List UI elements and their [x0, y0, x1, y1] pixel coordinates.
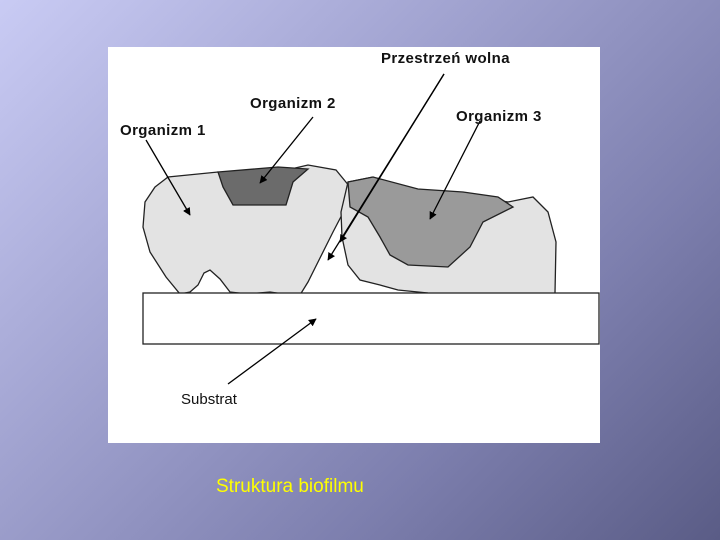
organism-2-shape: [217, 166, 310, 206]
organism-3-shape: [347, 176, 515, 268]
arrow-organism-3: [429, 120, 481, 220]
label-substrate: Substrat: [181, 391, 237, 408]
slide-caption: Struktura biofilmu: [216, 476, 364, 497]
arrow-organism-1: [145, 139, 191, 216]
label-organism-3: Organizm 3: [456, 108, 542, 125]
biofilm-diagram: [142, 73, 600, 385]
diagram-panel: Przestrzeń wolna Organizm 2 Organizm 3 O…: [108, 47, 600, 443]
label-organism-1: Organizm 1: [120, 122, 206, 139]
arrow-free-space-2: [339, 73, 445, 243]
label-organism-2: Organizm 2: [250, 95, 336, 112]
substrate-rect: [142, 292, 600, 345]
arrow-substrate: [227, 318, 317, 385]
arrow-organism-2: [259, 116, 314, 184]
label-free-space: Przestrzeń wolna: [381, 50, 510, 67]
